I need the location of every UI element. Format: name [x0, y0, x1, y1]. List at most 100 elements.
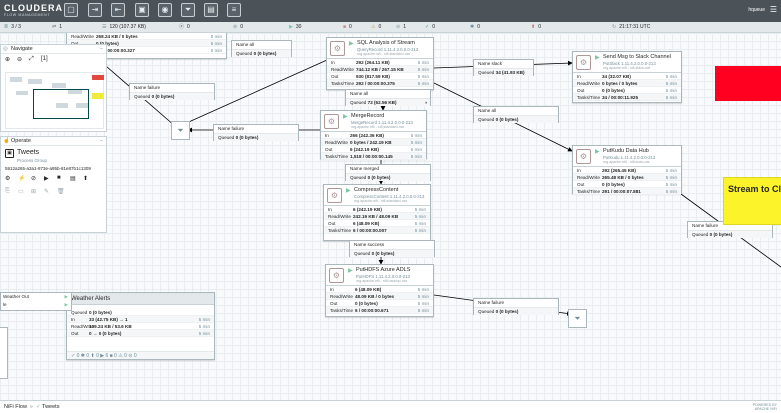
- stat-value: 6 / 00:00:00.007: [353, 228, 387, 233]
- navigate-header[interactable]: ◎ Navigate −: [1, 45, 106, 54]
- processor-header: ⚙ ▶ PutHDFS Azure ADLS PutHDFS 1.11.4.2.…: [326, 265, 433, 286]
- funnel-icon[interactable]: ⏷: [171, 121, 190, 140]
- connection-queue: Queued 0 (0 bytes): [474, 307, 558, 315]
- queued-value: 0 (0 bytes): [371, 251, 395, 256]
- connection-name: Name failure: [134, 85, 161, 90]
- processor-merge-record[interactable]: ⚙ ▶ MergeRecord MergeRecord 1.11.4.2.0.0…: [320, 110, 427, 160]
- processor-putkudu[interactable]: ⚙ ▶ PutKudu Data Hub PutKudu 1.11.4.2.0.…: [572, 145, 682, 195]
- process-group-icon[interactable]: ▣: [135, 3, 149, 17]
- minimap[interactable]: [5, 72, 104, 129]
- connection-all-1[interactable]: Name all Queued 0 (0 bytes): [231, 40, 292, 57]
- delete-icon[interactable]: 🗑: [57, 189, 65, 195]
- stat-key: In: [330, 287, 334, 292]
- connection-name: Name all: [350, 91, 369, 96]
- stop-icon[interactable]: ■: [57, 175, 61, 181]
- stale-icon: ⬆: [531, 24, 536, 30]
- funnel-icon[interactable]: ⏷: [181, 3, 195, 17]
- stat-window: 5 min: [198, 317, 210, 322]
- stat-key: Read/Write: [71, 324, 94, 329]
- current-user[interactable]: hqueue: [748, 7, 765, 13]
- stat-window: 5 min: [665, 175, 677, 180]
- connection-success[interactable]: Name success Queued 0 (0 bytes): [349, 240, 435, 257]
- connection-name: Name merged: [350, 166, 380, 171]
- connection-all-2[interactable]: Name all Queued 72 (62.56 KB)◑: [345, 89, 431, 106]
- stat-value: 6 (242.19 KB): [353, 207, 382, 212]
- connection-failure-1[interactable]: Name failure Queued 0 (0 bytes): [129, 83, 215, 100]
- group-icon[interactable]: ⊞: [31, 189, 37, 195]
- processor-bundle: org.apache.nifi - nifi-standard-nar: [354, 199, 407, 203]
- breadcrumb-root[interactable]: NiFi Flow: [4, 404, 27, 410]
- processor-sql-analysis[interactable]: ⚙ ▶ SQL Analysis of Stream QueryRecord 1…: [326, 37, 434, 90]
- breadcrumb-current[interactable]: Tweets: [42, 404, 60, 410]
- connection-slack[interactable]: Name slack Queued 34 (41.93 KB): [473, 59, 534, 76]
- input-port-icon[interactable]: ⇥: [88, 3, 102, 17]
- stat-value: 291 / 00:00:07.881: [602, 189, 641, 194]
- output-port-icon[interactable]: ⇤: [111, 3, 125, 17]
- funnel-icon[interactable]: ⏷: [568, 309, 587, 328]
- global-menu-icon[interactable]: ☰: [769, 5, 777, 14]
- partial-component[interactable]: [0, 327, 8, 379]
- stat-key: In: [325, 133, 329, 138]
- remote-process-group-icon[interactable]: ◉: [158, 3, 172, 17]
- paste-icon[interactable]: ▭: [18, 189, 24, 195]
- stat-value: 0 bytes / 242.19 KB: [350, 140, 392, 145]
- processor-icon[interactable]: ▢: [64, 3, 78, 17]
- queued-label: Queued: [478, 70, 495, 75]
- template-icon[interactable]: ▤: [70, 176, 76, 182]
- actual-size-icon[interactable]: [1]: [41, 56, 48, 62]
- refresh-icon[interactable]: ↻: [612, 24, 617, 30]
- minimap-viewport[interactable]: [33, 89, 89, 119]
- zoom-in-icon[interactable]: ⊕: [5, 57, 11, 63]
- processor-bundle: org.apache.nifi - nifi-kudu-nar: [603, 160, 650, 164]
- zoom-out-icon[interactable]: ⊖: [17, 57, 23, 63]
- configure-icon[interactable]: ⚙: [5, 176, 11, 182]
- queue-progress-icon: ◑: [424, 100, 427, 105]
- processor-send-slack[interactable]: ⚙ ▶ Send Msg to Slack Channel PutSlack 1…: [572, 51, 682, 103]
- canvas-label-stream[interactable]: Stream to Clo: [723, 177, 781, 225]
- selected-component-name: Tweets: [17, 149, 40, 156]
- stat-window: 5 min: [665, 95, 677, 100]
- operate-header[interactable]: ☝ Operate −: [1, 137, 106, 146]
- connection-merged[interactable]: Name merged Queued 0 (0 bytes): [345, 164, 431, 181]
- output-port-weather-out[interactable]: Weather Out▶ le▶: [0, 292, 72, 311]
- enable-icon[interactable]: ⚡: [18, 176, 26, 182]
- upload-template-icon[interactable]: ⬆: [83, 176, 89, 182]
- connection-name: Name all: [236, 42, 255, 47]
- disable-icon[interactable]: ⊘: [31, 176, 37, 182]
- processor-type-icon: ⚙: [330, 41, 345, 56]
- selected-component-type: Process Group: [17, 158, 48, 163]
- connection-name: Name failure: [692, 223, 719, 228]
- template-icon[interactable]: ▤: [204, 3, 218, 17]
- stat-key: Read/Write: [328, 214, 351, 219]
- queued-value: 0 (0 bytes): [151, 94, 175, 99]
- processor-puthdfs[interactable]: ⚙ ▶ PutHDFS Azure ADLS PutHDFS 1.11.4.2.…: [325, 264, 434, 317]
- processor-compress-content[interactable]: ⚙ ▶ CompressContent CompressContent 1.11…: [323, 184, 431, 241]
- label-icon[interactable]: ≡: [227, 3, 241, 17]
- processor-header: ⚙ ▶ PutKudu Data Hub PutKudu 1.11.4.2.0.…: [573, 146, 681, 167]
- connection-failure-3[interactable]: Name failure Queued 0 (0 bytes): [473, 298, 559, 315]
- minimize-icon[interactable]: −: [99, 138, 103, 144]
- stat-value: 0 (0 bytes): [89, 310, 112, 315]
- stat-key: Out: [71, 331, 79, 336]
- color-icon[interactable]: ✎: [44, 189, 50, 195]
- fit-icon[interactable]: ⤢: [29, 56, 34, 62]
- navigate-panel: ◎ Navigate − ⊕ ⊖ ⤢ [1]: [0, 44, 107, 132]
- stat-key: Tasks/Time: [330, 308, 354, 313]
- canvas-label-red[interactable]: [715, 66, 781, 101]
- copy-icon[interactable]: ⎘: [5, 188, 10, 194]
- connection-all-3[interactable]: Name all Queued 0 (0 bytes): [473, 106, 559, 123]
- queued-label: Queued: [354, 251, 371, 256]
- start-icon[interactable]: ▶: [44, 176, 49, 182]
- stale-value: 0: [538, 24, 541, 30]
- processor-type: PutKudu 1.11.4.2.0.0.0-213: [603, 155, 656, 160]
- minimize-icon[interactable]: −: [99, 46, 103, 52]
- stat-key: Out: [328, 221, 336, 226]
- connection-failure-2[interactable]: Name failure Queued 0 (0 bytes): [213, 124, 299, 141]
